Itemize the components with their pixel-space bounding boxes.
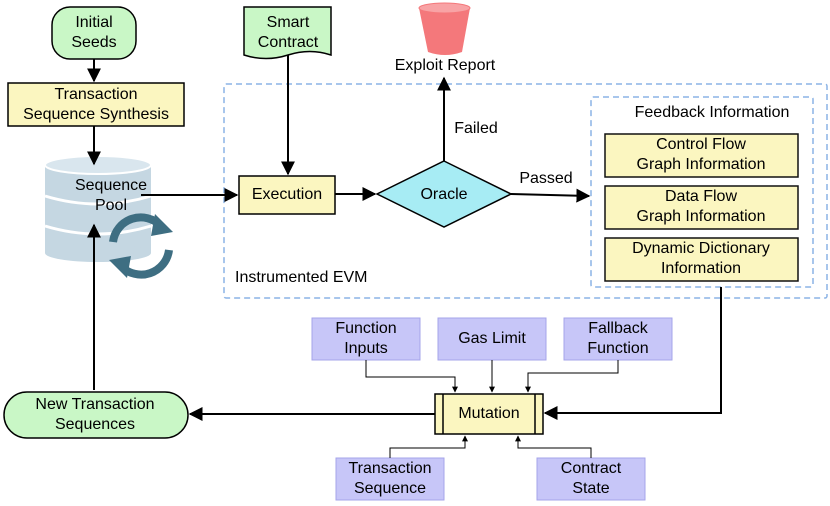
execution-node: Execution <box>238 175 336 215</box>
edge-fallback-to-mutation <box>525 360 619 393</box>
tx-synthesis-line1: Transaction <box>55 86 138 103</box>
tx-synthesis-line2: Sequence Synthesis <box>23 106 169 123</box>
database-icon <box>44 155 152 262</box>
initial-seeds-line1: Initial <box>75 14 112 31</box>
red-bucket-icon <box>418 2 471 55</box>
dynamic-dict-line2: Information <box>661 260 741 277</box>
transaction-sequence-node: Transaction Sequence <box>335 457 445 501</box>
transaction-sequence-line2: Sequence <box>354 480 426 497</box>
control-flow-line2: Graph Information <box>637 156 766 173</box>
data-flow-graph-node: Data Flow Graph Information <box>604 185 799 230</box>
exploit-report-label: Exploit Report <box>395 57 496 74</box>
sequence-pool-line2: Pool <box>95 197 127 214</box>
fallback-function-line2: Function <box>587 340 648 357</box>
dynamic-dictionary-node: Dynamic Dictionary Information <box>604 237 799 282</box>
new-tx-sequences-line2: Sequences <box>55 416 135 433</box>
smart-contract-line2: Contract <box>258 34 319 51</box>
failed-label: Failed <box>454 120 498 137</box>
passed-label: Passed <box>519 170 572 187</box>
instrumented-evm-label: Instrumented EVM <box>235 269 368 286</box>
data-flow-line2: Graph Information <box>637 208 766 225</box>
feedback-information-region <box>590 96 814 288</box>
edge-function-inputs-to-mutation <box>365 360 458 393</box>
mutation-label: Mutation <box>458 405 519 422</box>
oracle-label: Oracle <box>420 186 467 203</box>
data-flow-line1: Data Flow <box>665 188 737 205</box>
execution-label: Execution <box>252 186 322 203</box>
new-tx-sequences-line1: New Transaction <box>35 396 154 413</box>
control-flow-line1: Control Flow <box>656 136 746 153</box>
initial-seeds-line2: Seeds <box>71 34 116 51</box>
function-inputs-node: Function Inputs <box>311 317 421 361</box>
contract-state-line2: State <box>572 480 609 497</box>
edge-contract-state-to-mutation <box>515 435 592 458</box>
gas-limit-label: Gas Limit <box>458 330 526 347</box>
instrumented-evm-region <box>223 83 828 299</box>
edge-tx-sequence-to-mutation <box>389 435 468 458</box>
contract-state-line1: Contract <box>561 460 622 477</box>
feedback-information-title: Feedback Information <box>635 104 790 121</box>
contract-state-node: Contract State <box>536 457 646 501</box>
new-tx-sequences-node: New Transaction Sequences <box>3 391 189 439</box>
transaction-sequence-line1: Transaction <box>349 460 432 477</box>
edge-oracle-to-feedback <box>510 188 591 203</box>
edges: Failed Passed <box>87 55 722 458</box>
gas-limit-node: Gas Limit <box>437 317 547 361</box>
refresh-cycle-icon <box>109 213 173 279</box>
dynamic-dict-line1: Dynamic Dictionary <box>632 240 770 257</box>
function-inputs-line1: Function <box>335 320 396 337</box>
tx-sequence-synthesis-node: Transaction Sequence Synthesis <box>7 82 185 127</box>
edge-feedback-to-mutation <box>543 287 722 420</box>
smart-contract-line1: Smart <box>267 14 310 31</box>
initial-seeds-node: Initial Seeds <box>51 6 137 60</box>
fallback-function-node: Fallback Function <box>563 317 673 361</box>
sequence-pool-line1: Sequence <box>75 177 147 194</box>
mutation-node: Mutation <box>434 393 544 435</box>
function-inputs-line2: Inputs <box>344 340 388 357</box>
control-flow-graph-node: Control Flow Graph Information <box>604 133 799 178</box>
smart-contract-node: Smart Contract <box>243 6 332 60</box>
fallback-function-line1: Fallback <box>588 320 649 337</box>
oracle-node: Oracle <box>375 160 513 228</box>
